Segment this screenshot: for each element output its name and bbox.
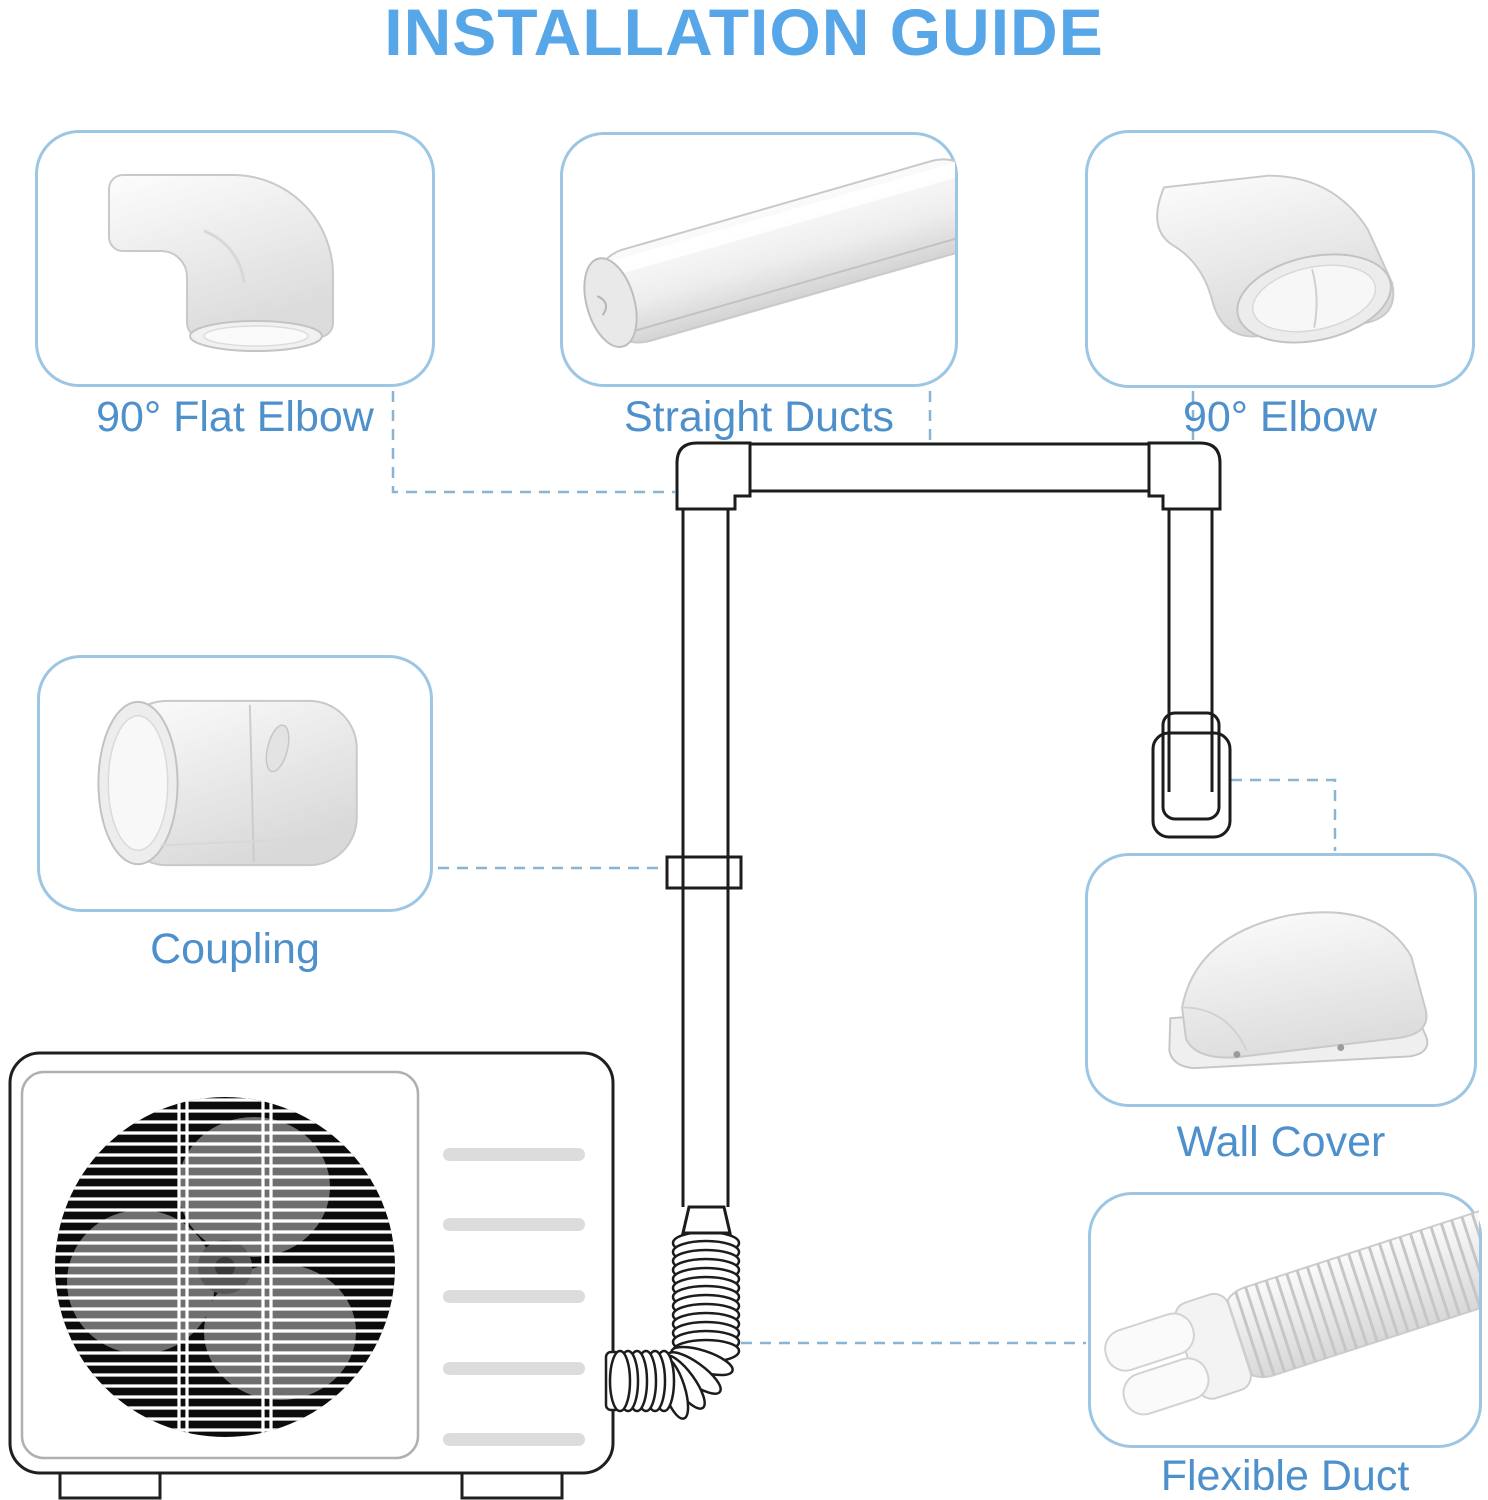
horizontal-straight-duct	[750, 442, 1149, 493]
grill-horizontal-bars	[55, 1098, 395, 1432]
callout-box-90-elbow	[1085, 130, 1475, 388]
coupling-photo	[97, 699, 358, 867]
wall-cover-back	[1161, 711, 1221, 821]
page-title: INSTALLATION GUIDE	[384, 0, 1104, 69]
unit-foot-right	[460, 1470, 564, 1500]
callout-connector-lines	[391, 391, 1337, 1345]
label-flat-elbow: 90° Flat Elbow	[96, 393, 374, 441]
callout-box-coupling	[37, 655, 433, 912]
label-90-elbow: 90° Elbow	[1182, 393, 1378, 441]
flexible-hose-drawing	[608, 1205, 741, 1420]
ac-outdoor-unit-drawing	[8, 1051, 622, 1500]
right-90-elbow	[1147, 441, 1222, 511]
grill-vertical-bars	[177, 1097, 273, 1437]
vertical-elbow-photo	[1156, 174, 1395, 344]
coupling-band	[665, 855, 743, 890]
flexible-duct-photo	[1104, 1201, 1479, 1416]
unit-foot-left	[58, 1470, 162, 1500]
flat-elbow-photo	[108, 174, 334, 352]
straight-duct-photo	[583, 158, 955, 348]
callout-box-flat-elbow	[35, 130, 435, 387]
fan-grill	[55, 1097, 395, 1437]
label-flexible-duct: Flexible Duct	[1160, 1452, 1410, 1500]
callout-box-straight-ducts	[560, 132, 958, 387]
connector-wall-cover	[1231, 778, 1337, 851]
right-vertical-duct	[1167, 509, 1214, 792]
callout-box-flexible-duct	[1088, 1192, 1482, 1448]
callout-box-wall-cover	[1085, 853, 1477, 1107]
connector-flat-elbow	[391, 391, 675, 494]
label-wall-cover: Wall Cover	[1176, 1118, 1386, 1166]
hose-adapter	[681, 1205, 732, 1235]
label-coupling: Coupling	[150, 925, 320, 973]
label-straight-ducts: Straight Ducts	[623, 393, 895, 441]
wall-cover-front	[1151, 731, 1232, 839]
wall-cover-photo	[1168, 911, 1429, 1070]
line-set-duct-run	[665, 441, 1232, 1207]
left-90-flat-elbow	[675, 441, 752, 511]
side-vent-bars	[443, 1148, 585, 1446]
